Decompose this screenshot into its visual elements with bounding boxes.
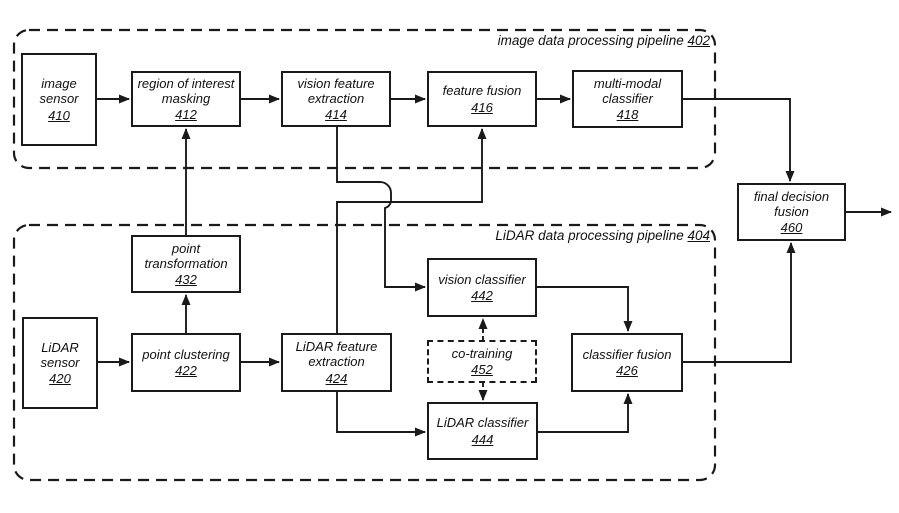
arrow-426-to-460 [683,242,796,363]
node-label: classifier fusion [582,346,672,362]
node-co-training: co-training 452 [427,340,537,383]
node-number: 424 [325,370,348,386]
node-number: 426 [616,363,638,378]
arrow-444-to-426 [538,393,633,433]
arrow-414-to-442-with-hop [336,127,426,292]
node-vision-feature-extraction: vision feature extraction 414 [281,71,391,127]
node-number: 460 [780,220,803,236]
node-image-sensor: image sensor 410 [21,53,97,146]
node-label: LiDAR classifier [436,415,529,431]
node-lidar-classifier: LiDAR classifier 444 [427,402,538,460]
node-feature-fusion: feature fusion 416 [427,71,537,127]
node-number: 412 [175,107,197,123]
node-label: co-training [451,345,513,361]
node-number: 432 [175,272,197,288]
node-final-decision-fusion: final decision fusion 460 [737,183,846,241]
lidar-pipeline-label: LiDAR data processing pipeline 404 [495,228,710,243]
image-pipeline-number: 402 [687,33,710,48]
arrow-418-to-460 [683,98,795,182]
node-lidar-feature-extraction: LiDAR feature extraction 424 [281,333,392,392]
node-classifier-fusion: classifier fusion 426 [571,333,683,392]
node-vision-classifier: vision classifier 442 [427,258,537,317]
node-label: multi-modal classifier [593,75,662,106]
arrow-424-to-416 [336,128,487,333]
node-number: 410 [48,107,70,123]
node-number: 422 [175,363,197,378]
lidar-pipeline-label-text: LiDAR data processing pipeline [495,228,688,243]
node-multi-modal-classifier: multi-modal classifier 418 [572,70,683,128]
node-label: vision classifier [438,271,526,287]
node-point-transformation: point transformation 432 [131,235,241,293]
node-number: 442 [471,288,493,303]
node-label: point clustering [142,346,230,362]
arrow-424-to-444 [336,392,426,437]
node-label: final decision fusion [753,188,830,219]
node-roi-masking: region of interest masking 412 [131,71,241,127]
node-label: feature fusion [442,83,522,99]
lidar-pipeline-number: 404 [687,228,710,243]
node-number: 444 [471,431,494,447]
node-lidar-sensor: LiDAR sensor 420 [22,317,98,409]
node-number: 414 [325,107,347,123]
node-number: 416 [471,99,493,115]
node-label: image sensor [39,76,79,107]
node-label: region of interest masking [137,75,235,106]
node-label: vision feature extraction [297,75,375,106]
node-number: 420 [49,371,71,387]
node-label: point transformation [144,240,228,271]
arrow-442-to-426 [537,286,633,332]
node-label: LiDAR feature extraction [295,339,378,370]
node-point-clustering: point clustering 422 [131,333,241,392]
node-label: LiDAR sensor [40,339,80,370]
node-number: 452 [471,362,493,377]
node-number: 418 [616,107,639,123]
lidar-pipeline-border [12,223,717,482]
image-pipeline-label-text: image data processing pipeline [497,33,688,48]
image-pipeline-label: image data processing pipeline 402 [498,33,710,48]
